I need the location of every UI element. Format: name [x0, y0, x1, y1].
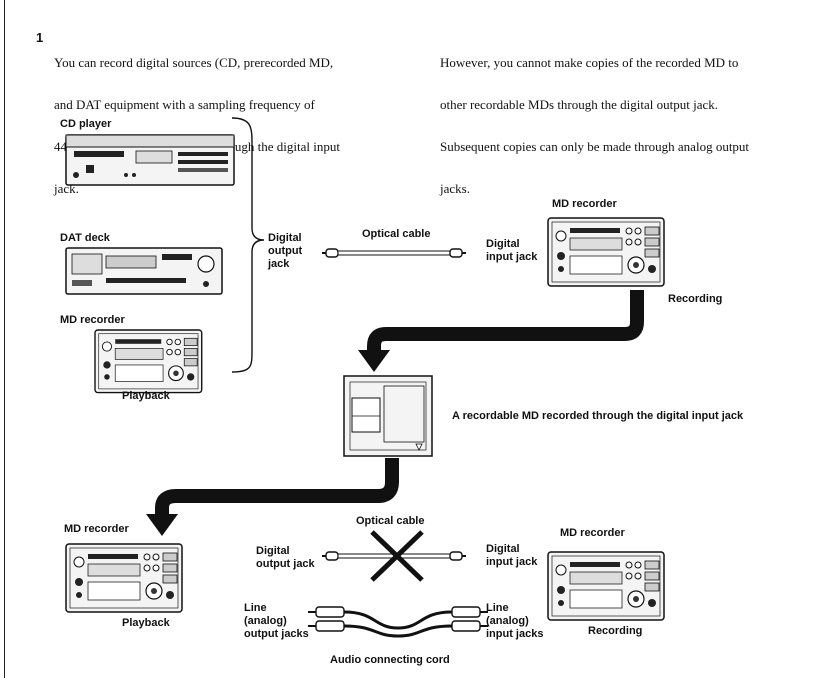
label-playback-bottom: Playback [122, 617, 170, 629]
label-md-recorder-top: MD recorder [552, 198, 617, 210]
label-optical-cable-bottom: Optical cable [356, 515, 425, 527]
label-recording-top: Recording [668, 293, 723, 305]
cross-mark [370, 530, 424, 582]
label-dat-deck: DAT deck [60, 232, 110, 244]
page-border [4, 0, 5, 678]
paragraph-left-line: and DAT equipment with a sampling freque… [54, 97, 315, 112]
paragraph-right-line: Subsequent copies can only be made throu… [440, 139, 750, 154]
label-digital-output-jack: Digital output jack [268, 232, 303, 270]
source-brace [231, 117, 265, 373]
step-number: 1 [36, 30, 44, 45]
recordable-md-illustration [343, 375, 433, 457]
dat-deck-illustration [65, 247, 223, 295]
label-line-output-jacks: Line (analog) output jacks [244, 602, 309, 640]
label-cd-player: CD player [60, 118, 112, 130]
paragraph-right-line: jacks. [440, 181, 470, 196]
paragraph-right-line: However, you cannot make copies of the r… [440, 55, 739, 70]
paragraph-right: However, you cannot make copies of the r… [440, 28, 749, 210]
label-md-recorder-bottom-left: MD recorder [64, 523, 129, 535]
label-recordable-md-caption: A recordable MD recorded through the dig… [452, 410, 744, 422]
label-digital-output-jack-bottom: Digital output jack [256, 545, 315, 570]
label-md-recorder-bottom-right: MD recorder [560, 527, 625, 539]
label-digital-input-jack-bottom: Digital input jack [486, 543, 538, 568]
label-md-recorder-source: MD recorder [60, 314, 125, 326]
md-recorder-bottom-right-illustration [547, 551, 665, 621]
flow-arrow-1 [367, 290, 644, 352]
label-line-input-jacks: Line (analog) input jacks [486, 602, 544, 640]
paragraph-left-line: You can record digital sources (CD, prer… [54, 55, 334, 70]
paragraph-right-line: other recordable MDs through the digital… [440, 97, 718, 112]
md-recorder-top-illustration [547, 217, 665, 287]
label-audio-connecting-cord: Audio connecting cord [330, 654, 450, 666]
label-playback-source: Playback [122, 390, 170, 402]
label-digital-input-jack-top: Digital input jack [486, 238, 538, 263]
md-recorder-bottom-left-illustration [65, 543, 183, 613]
cd-player-illustration [65, 134, 235, 186]
flow-arrow-2 [155, 458, 399, 516]
md-recorder-source-illustration [94, 329, 203, 394]
label-recording-bottom: Recording [588, 625, 643, 637]
optical-cable-top [321, 248, 467, 258]
audio-connecting-cord [308, 606, 488, 638]
label-optical-cable-top: Optical cable [362, 228, 431, 240]
